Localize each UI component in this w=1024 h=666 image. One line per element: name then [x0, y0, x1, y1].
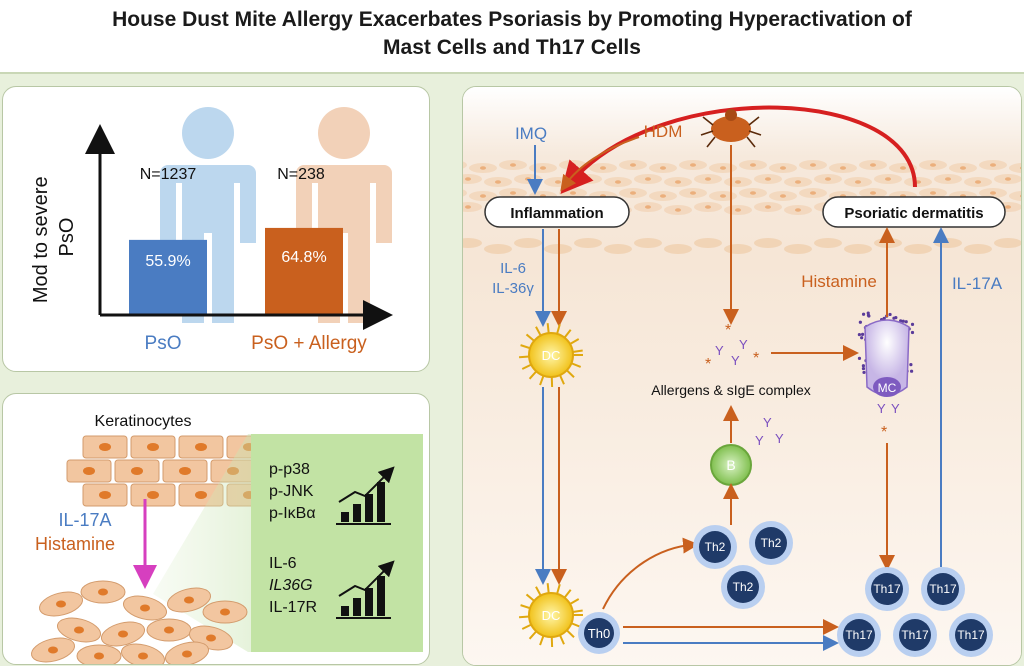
- n-label-pso-allergy: N=238: [277, 166, 325, 183]
- th0-cell: [584, 618, 614, 648]
- hdm-to-inflammation-arrow: [560, 136, 640, 192]
- mechanism-diagram: IMQ HDM Inflammation Psoriatic dermatiti…: [463, 87, 1021, 665]
- dust-mite-icon: [700, 109, 762, 148]
- ige-antibodies: Y Y Y: [755, 415, 784, 448]
- svg-text:Y: Y: [877, 401, 886, 416]
- marker-p-jnk: p-JNK: [269, 483, 314, 500]
- activated-keratinocytes: [30, 580, 248, 664]
- b-label: B: [726, 457, 735, 473]
- allergen-sige-complex: * * * Y Y Y: [705, 322, 759, 373]
- mast-cell: Y Y: [857, 311, 915, 416]
- mechanism-panel: IMQ HDM Inflammation Psoriatic dermatiti…: [462, 86, 1022, 666]
- value-label-pso: 55.9%: [145, 253, 190, 270]
- svg-text:Y: Y: [715, 343, 724, 358]
- histamine-inducer: Histamine: [35, 534, 115, 554]
- marker-il17r: IL-17R: [269, 599, 317, 616]
- value-label-pso-allergy: 64.8%: [281, 249, 326, 266]
- svg-text:Y: Y: [763, 415, 772, 430]
- imq-label: IMQ: [515, 124, 547, 143]
- th2-label: Th2: [761, 536, 782, 550]
- mc-allergen-icon: *: [881, 424, 887, 441]
- keratinocytes-label: Keratinocytes: [95, 413, 192, 430]
- th0-to-th2-arrow: [602, 537, 699, 610]
- svg-text:Y: Y: [731, 353, 740, 368]
- n-label-pso: N=1237: [140, 166, 197, 183]
- upregulation-bars-1: [336, 466, 395, 525]
- th17-label: Th17: [929, 582, 957, 596]
- dc-label-top: DC: [542, 348, 561, 363]
- inflammation-box: [484, 196, 630, 228]
- il17a-inducer: IL-17A: [58, 510, 111, 530]
- y-axis-label: Mod to severe PsO: [30, 171, 78, 303]
- histamine-label: Histamine: [801, 272, 877, 291]
- psoriatic-dermatitis-box: [822, 196, 1006, 228]
- il17a-label: IL-17A: [952, 274, 1003, 293]
- svg-text:*: *: [705, 356, 711, 373]
- bar-pso-allergy: [265, 227, 343, 315]
- marker-p-p38: p-p38: [269, 461, 310, 478]
- mc-label: MC: [878, 381, 897, 395]
- th0-label: Th0: [588, 626, 610, 641]
- title-line-1: House Dust Mite Allergy Exacerbates Psor…: [112, 8, 912, 31]
- keratinocyte-diagram: Keratinocytes IL-17A Histamine p-p38 p-J…: [30, 413, 423, 664]
- inflammation-label: Inflammation: [510, 205, 603, 222]
- keratinocyte-panel: Keratinocytes IL-17A Histamine p-p38 p-J…: [2, 393, 430, 665]
- th17-label: Th17: [873, 582, 901, 596]
- upregulation-bars-2: [336, 560, 395, 619]
- th2-label: Th2: [733, 580, 754, 594]
- y-axis-label-line2: PsO: [56, 218, 78, 257]
- il36-label: IL-36γ: [492, 280, 534, 297]
- category-label-pso-allergy: PsO + Allergy: [251, 333, 367, 354]
- marker-p-ikba: p-IκBα: [269, 505, 316, 522]
- figure-title: House Dust Mite Allergy Exacerbates Psor…: [0, 0, 1024, 74]
- th17-label: Th17: [957, 628, 985, 642]
- chart-panel: 55.9% 64.8% N=1237 N=238 PsO PsO + Aller…: [2, 86, 430, 372]
- complex-label: Allergens & sIgE complex: [651, 382, 811, 398]
- psoriatic-dermatitis-label: Psoriatic dermatitis: [844, 205, 983, 222]
- svg-text:*: *: [753, 350, 759, 367]
- svg-text:Y: Y: [755, 433, 764, 448]
- dc-label-bottom: DC: [542, 608, 561, 623]
- category-label-pso: PsO: [145, 333, 182, 354]
- hdm-label: HDM: [644, 122, 683, 141]
- bar-pso: [129, 239, 207, 315]
- title-line-2: Mast Cells and Th17 Cells: [383, 36, 641, 59]
- dendritic-cell-bottom: [519, 583, 583, 648]
- svg-text:*: *: [725, 322, 731, 339]
- svg-text:Y: Y: [891, 401, 900, 416]
- y-axis-label-line1: Mod to severe: [30, 176, 52, 303]
- th2-label: Th2: [705, 540, 726, 554]
- bar-chart: 55.9% 64.8% N=1237 N=238 PsO PsO + Aller…: [30, 107, 393, 354]
- svg-text:Y: Y: [739, 337, 748, 352]
- marker-il36g: IL36G: [269, 577, 313, 594]
- marker-il6: IL-6: [269, 555, 297, 572]
- dendritic-cell-top: [519, 323, 583, 388]
- th17-label: Th17: [845, 628, 873, 642]
- il6-label: IL-6: [500, 260, 526, 277]
- svg-text:Y: Y: [775, 431, 784, 446]
- th17-label: Th17: [901, 628, 929, 642]
